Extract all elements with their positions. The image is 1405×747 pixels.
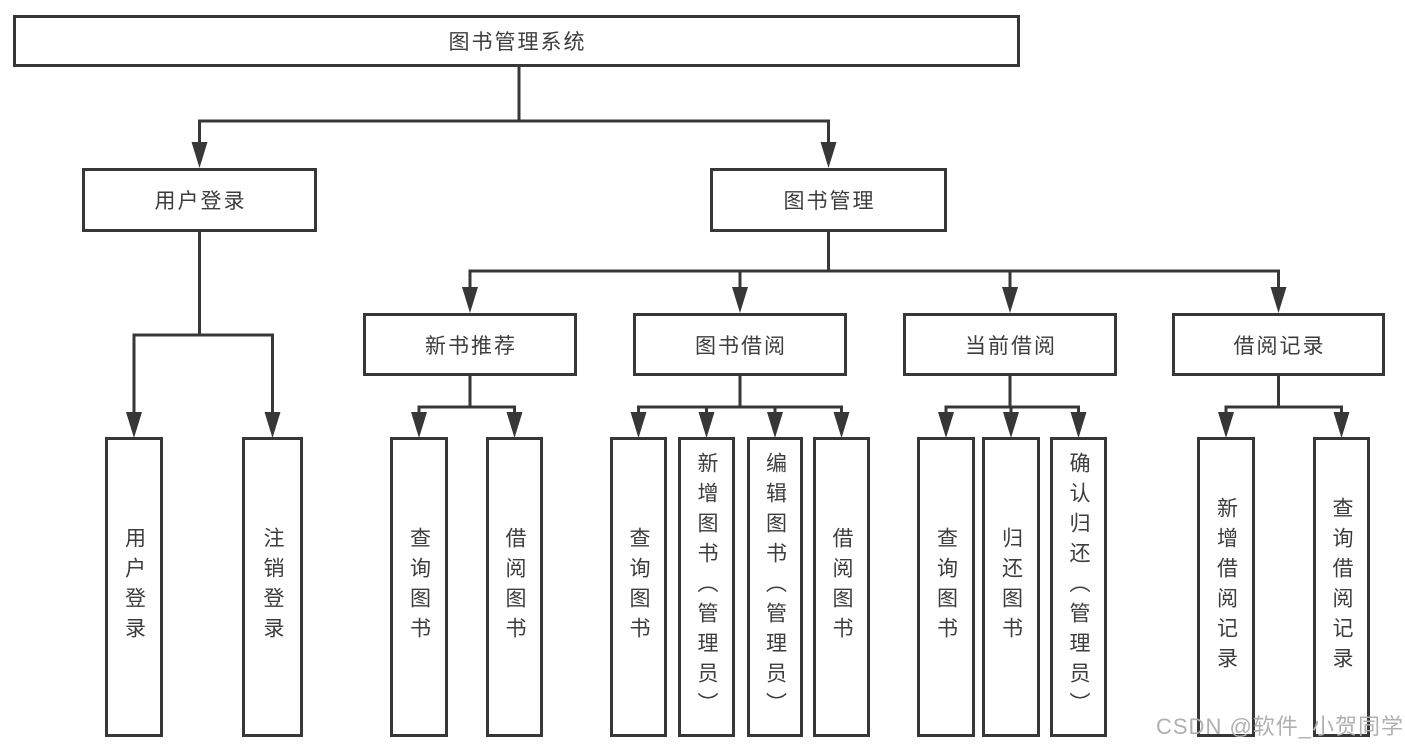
node-label: 查询图书 (934, 527, 958, 647)
node-label: 编辑图书（管理员） (763, 452, 787, 722)
leaf-borrow-books: 借阅图书 (813, 437, 870, 737)
node-label: 借阅图书 (503, 527, 527, 647)
leaf-logout: 注销登录 (242, 437, 303, 737)
node-label: 图书管理系统 (448, 31, 587, 54)
leaf-confirm-return-admin: 确认归还（管理员） (1050, 437, 1107, 737)
node-borrow-records: 借阅记录 (1172, 313, 1385, 376)
node-new-book-recommend: 新书推荐 (363, 313, 577, 376)
leaf-add-books-admin: 新增图书（管理员） (678, 437, 735, 737)
node-label: 确认归还（管理员） (1067, 452, 1091, 722)
node-label: 新增借阅记录 (1214, 497, 1238, 677)
leaf-return-books: 归还图书 (982, 437, 1040, 737)
node-label: 新增图书（管理员） (695, 452, 719, 722)
node-label: 注销登录 (261, 527, 285, 647)
node-label: 当前借阅 (965, 334, 1057, 358)
node-book-borrow: 图书借阅 (633, 313, 847, 376)
node-label: 借阅记录 (1233, 334, 1326, 358)
node-label: 查询图书 (407, 527, 431, 647)
node-label: 查询图书 (627, 527, 651, 647)
node-user-login: 用户登录 (82, 168, 317, 232)
node-label: 图书管理 (783, 190, 876, 213)
node-label: 归还图书 (999, 527, 1023, 647)
leaf-borrow-books-recommend: 借阅图书 (486, 437, 543, 737)
csdn-watermark: CSDN @软件_小贺同学 (1156, 714, 1405, 739)
leaf-add-borrow-record: 新增借阅记录 (1197, 437, 1255, 737)
leaf-query-books-recommend: 查询图书 (390, 437, 448, 737)
node-root-library-system: 图书管理系统 (13, 15, 1020, 67)
node-label: 查询借阅记录 (1330, 497, 1354, 677)
node-label: 图书借阅 (695, 334, 787, 358)
leaf-edit-books-admin: 编辑图书（管理员） (747, 437, 803, 737)
node-label: 新书推荐 (425, 334, 517, 358)
leaf-query-borrow-record: 查询借阅记录 (1313, 437, 1370, 737)
leaf-user-login: 用户登录 (105, 437, 163, 737)
node-label: 借阅图书 (830, 527, 854, 647)
node-current-borrow: 当前借阅 (903, 313, 1117, 376)
node-label: 用户登录 (154, 190, 247, 213)
leaf-query-books-current: 查询图书 (917, 437, 975, 737)
node-book-management: 图书管理 (710, 168, 947, 232)
leaf-query-books-borrow: 查询图书 (610, 437, 667, 737)
node-label: 用户登录 (122, 527, 146, 647)
